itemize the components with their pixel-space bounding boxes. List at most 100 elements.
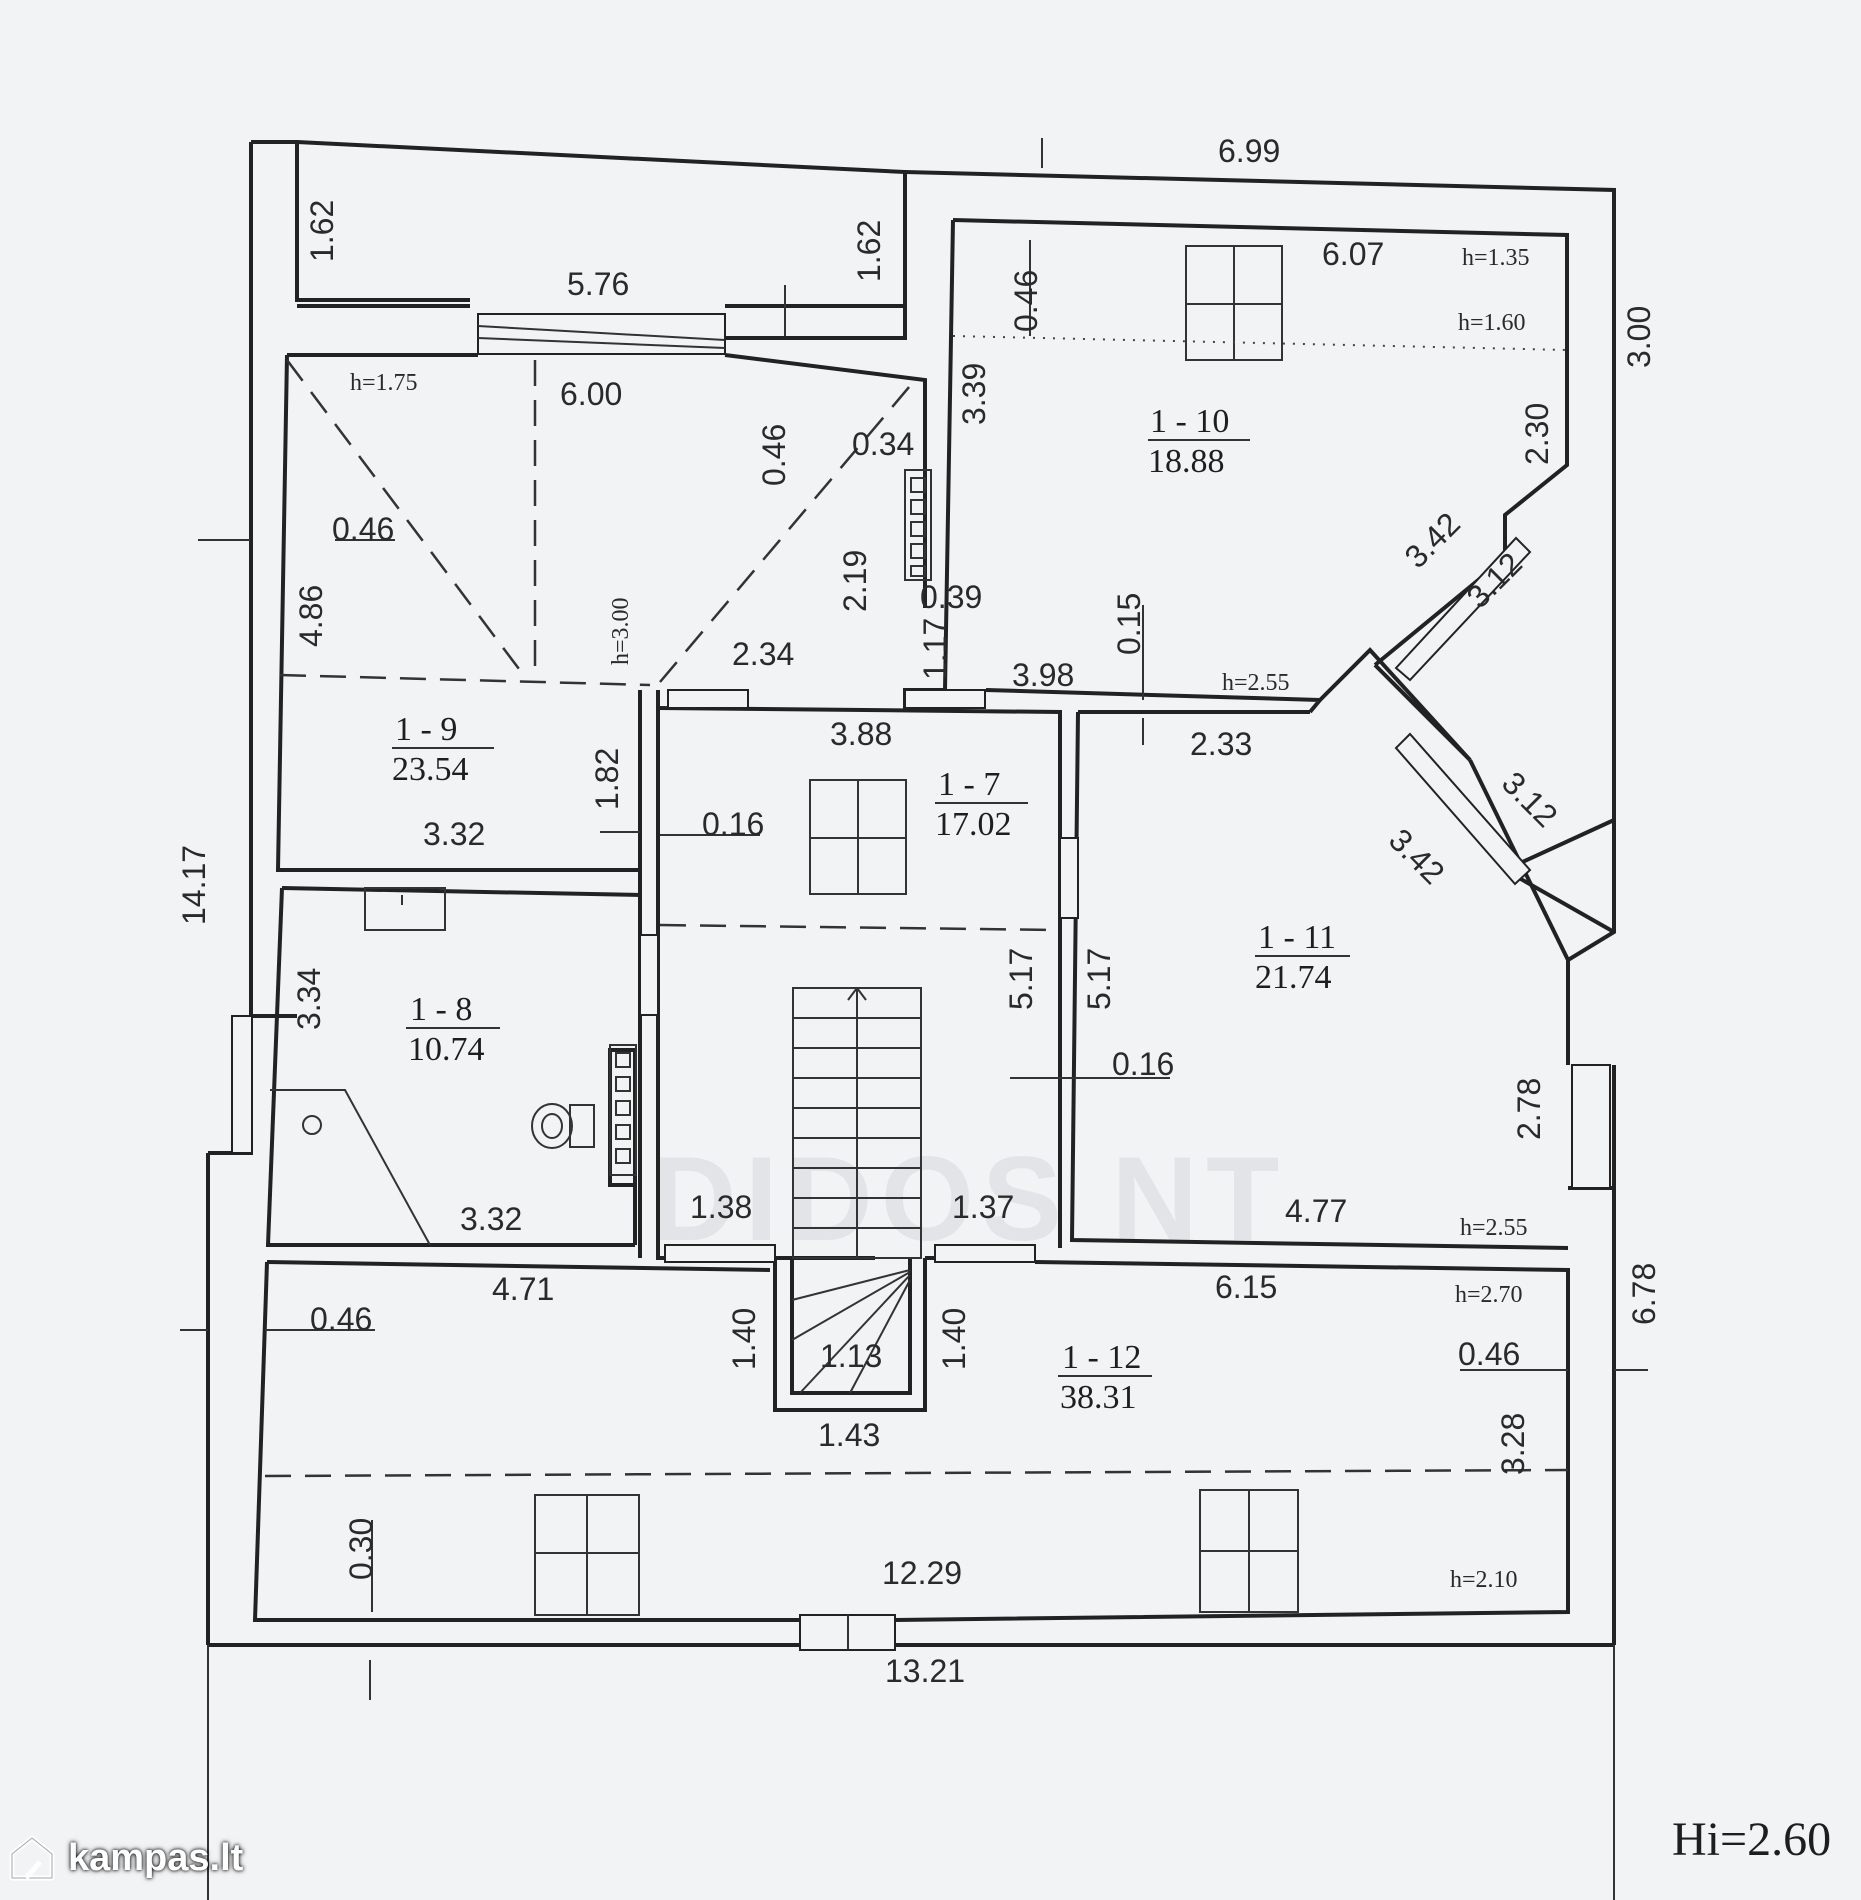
bathroom-fixtures <box>270 887 595 1246</box>
right-window <box>1571 1064 1611 1189</box>
door-1-9 <box>667 689 749 709</box>
dim-label: 5.17 <box>1003 948 1039 1010</box>
dim-label: 3.00 <box>1621 306 1657 368</box>
dim-label: 3.32 <box>423 816 485 852</box>
room-id: 1 - 9 <box>395 711 457 748</box>
dim-label: 6.07 <box>1322 236 1384 272</box>
dim-label: 4.71 <box>492 1271 554 1307</box>
room-id: 1 - 10 <box>1150 403 1229 440</box>
room-1-9: 1 - 9 23.54 <box>392 711 494 788</box>
room-area: 18.88 <box>1148 443 1225 480</box>
door-1-11 <box>1059 837 1079 919</box>
dim-label: 1.13 <box>820 1338 882 1374</box>
door-stair-right <box>934 1244 1036 1263</box>
dim-label: 1.62 <box>304 200 340 262</box>
dimension-labels: 6.99 1.62 1.62 5.76 h=1.75 6.00 0.46 0.3… <box>176 133 1662 1689</box>
dim-label: 0.16 <box>702 806 764 842</box>
dim-label: 1.43 <box>818 1417 880 1453</box>
dim-label: 0.46 <box>332 511 394 547</box>
dim-label: 1.82 <box>589 748 625 810</box>
dim-label: 1.38 <box>690 1189 752 1225</box>
dim-label: 12.29 <box>882 1555 962 1591</box>
door-1-10 <box>904 689 986 709</box>
room-1-7: 1 - 7 17.02 <box>935 766 1028 843</box>
dim-label: h=2.55 <box>1222 670 1290 696</box>
dim-label: 14.17 <box>176 845 212 925</box>
dim-label: 1.40 <box>726 1308 762 1370</box>
dim-label: 13.21 <box>885 1653 965 1689</box>
room-area: 38.31 <box>1060 1379 1137 1416</box>
dim-label: 0.30 <box>343 1518 379 1580</box>
outer-walls <box>206 140 1616 1900</box>
dim-label: 6.99 <box>1218 133 1280 169</box>
room-1-10: 1 - 10 18.88 <box>1148 403 1250 480</box>
ceiling-height-label: Hi=2.60 <box>1672 1813 1831 1866</box>
dim-label: 2.33 <box>1190 726 1252 762</box>
ceiling-lines <box>264 335 1569 1478</box>
dim-label: 0.16 <box>1112 1046 1174 1082</box>
dim-label: 2.19 <box>837 550 873 612</box>
dim-label: 4.86 <box>293 585 329 647</box>
dim-label: 1.37 <box>952 1189 1014 1225</box>
room-area: 21.74 <box>1255 959 1332 996</box>
dim-label: 5.17 <box>1081 948 1117 1010</box>
dim-label: 0.34 <box>852 426 914 462</box>
house-icon <box>9 1835 55 1881</box>
roof-windows <box>534 245 1299 1616</box>
dim-label: 6.00 <box>560 376 622 412</box>
dim-label: h=3.00 <box>608 597 634 665</box>
diagonal-window-lower <box>1394 732 1532 886</box>
room-1-8: 1 - 8 10.74 <box>406 991 500 1068</box>
dim-label: 5.76 <box>567 266 629 302</box>
watermark: DIDOS NT <box>650 1132 1287 1266</box>
door-stair-left <box>664 1244 776 1263</box>
room-1-12: 1 - 12 38.31 <box>1058 1339 1152 1416</box>
room-area: 23.54 <box>392 751 469 788</box>
dimension-ticks <box>180 138 1648 1700</box>
site-logo: kampas.lt <box>6 1832 243 1884</box>
dim-label: h=1.60 <box>1458 310 1526 336</box>
dim-label: 2.34 <box>732 636 794 672</box>
vent-blocks <box>609 469 932 1176</box>
dim-label: h=2.70 <box>1455 1282 1523 1308</box>
dim-label: 2.30 <box>1519 403 1555 465</box>
staircase <box>791 987 922 1394</box>
room-id: 1 - 7 <box>938 766 1000 803</box>
room-id: 1 - 11 <box>1258 919 1336 956</box>
room-area: 10.74 <box>408 1031 485 1068</box>
dim-label: 0.46 <box>310 1301 372 1337</box>
diagonal-window-upper <box>1394 536 1532 682</box>
dim-label: 6.15 <box>1215 1269 1277 1305</box>
dim-label: 3.32 <box>460 1201 522 1237</box>
room-1-11: 1 - 11 21.74 <box>1255 919 1350 996</box>
dim-label: 1.40 <box>936 1308 972 1370</box>
dim-label: 0.46 <box>756 424 792 486</box>
dim-label: 2.78 <box>1511 1078 1547 1140</box>
dim-label: h=1.35 <box>1462 245 1530 271</box>
left-window <box>231 1015 253 1154</box>
dim-label: 4.77 <box>1285 1193 1347 1229</box>
dim-label: 3.39 <box>956 363 992 425</box>
dim-label: 1.62 <box>851 220 887 282</box>
dim-label: 1.17 <box>917 618 953 680</box>
room-id: 1 - 12 <box>1062 1339 1141 1376</box>
dim-label: 0.46 <box>1458 1336 1520 1372</box>
dim-label: 0.46 <box>1008 270 1044 332</box>
room-area: 17.02 <box>935 806 1012 843</box>
dim-label: 0.39 <box>920 579 982 615</box>
dim-label: 3.34 <box>291 968 327 1030</box>
dim-label: 3.98 <box>1012 657 1074 693</box>
room-id: 1 - 8 <box>410 991 472 1028</box>
dim-label: h=2.10 <box>1450 1567 1518 1593</box>
dim-label: 0.15 <box>1111 593 1147 655</box>
dim-label: 6.78 <box>1626 1263 1662 1325</box>
dim-label: h=2.55 <box>1460 1215 1528 1241</box>
dim-label: h=1.75 <box>350 370 418 396</box>
dim-label: 3.28 <box>1495 1413 1531 1475</box>
logo-text: kampas.lt <box>68 1836 244 1879</box>
door-1-8 <box>639 934 659 1016</box>
dim-label: 3.88 <box>830 716 892 752</box>
room-labels: 1 - 9 23.54 1 - 8 10.74 1 - 7 17.02 1 - … <box>392 403 1350 1416</box>
